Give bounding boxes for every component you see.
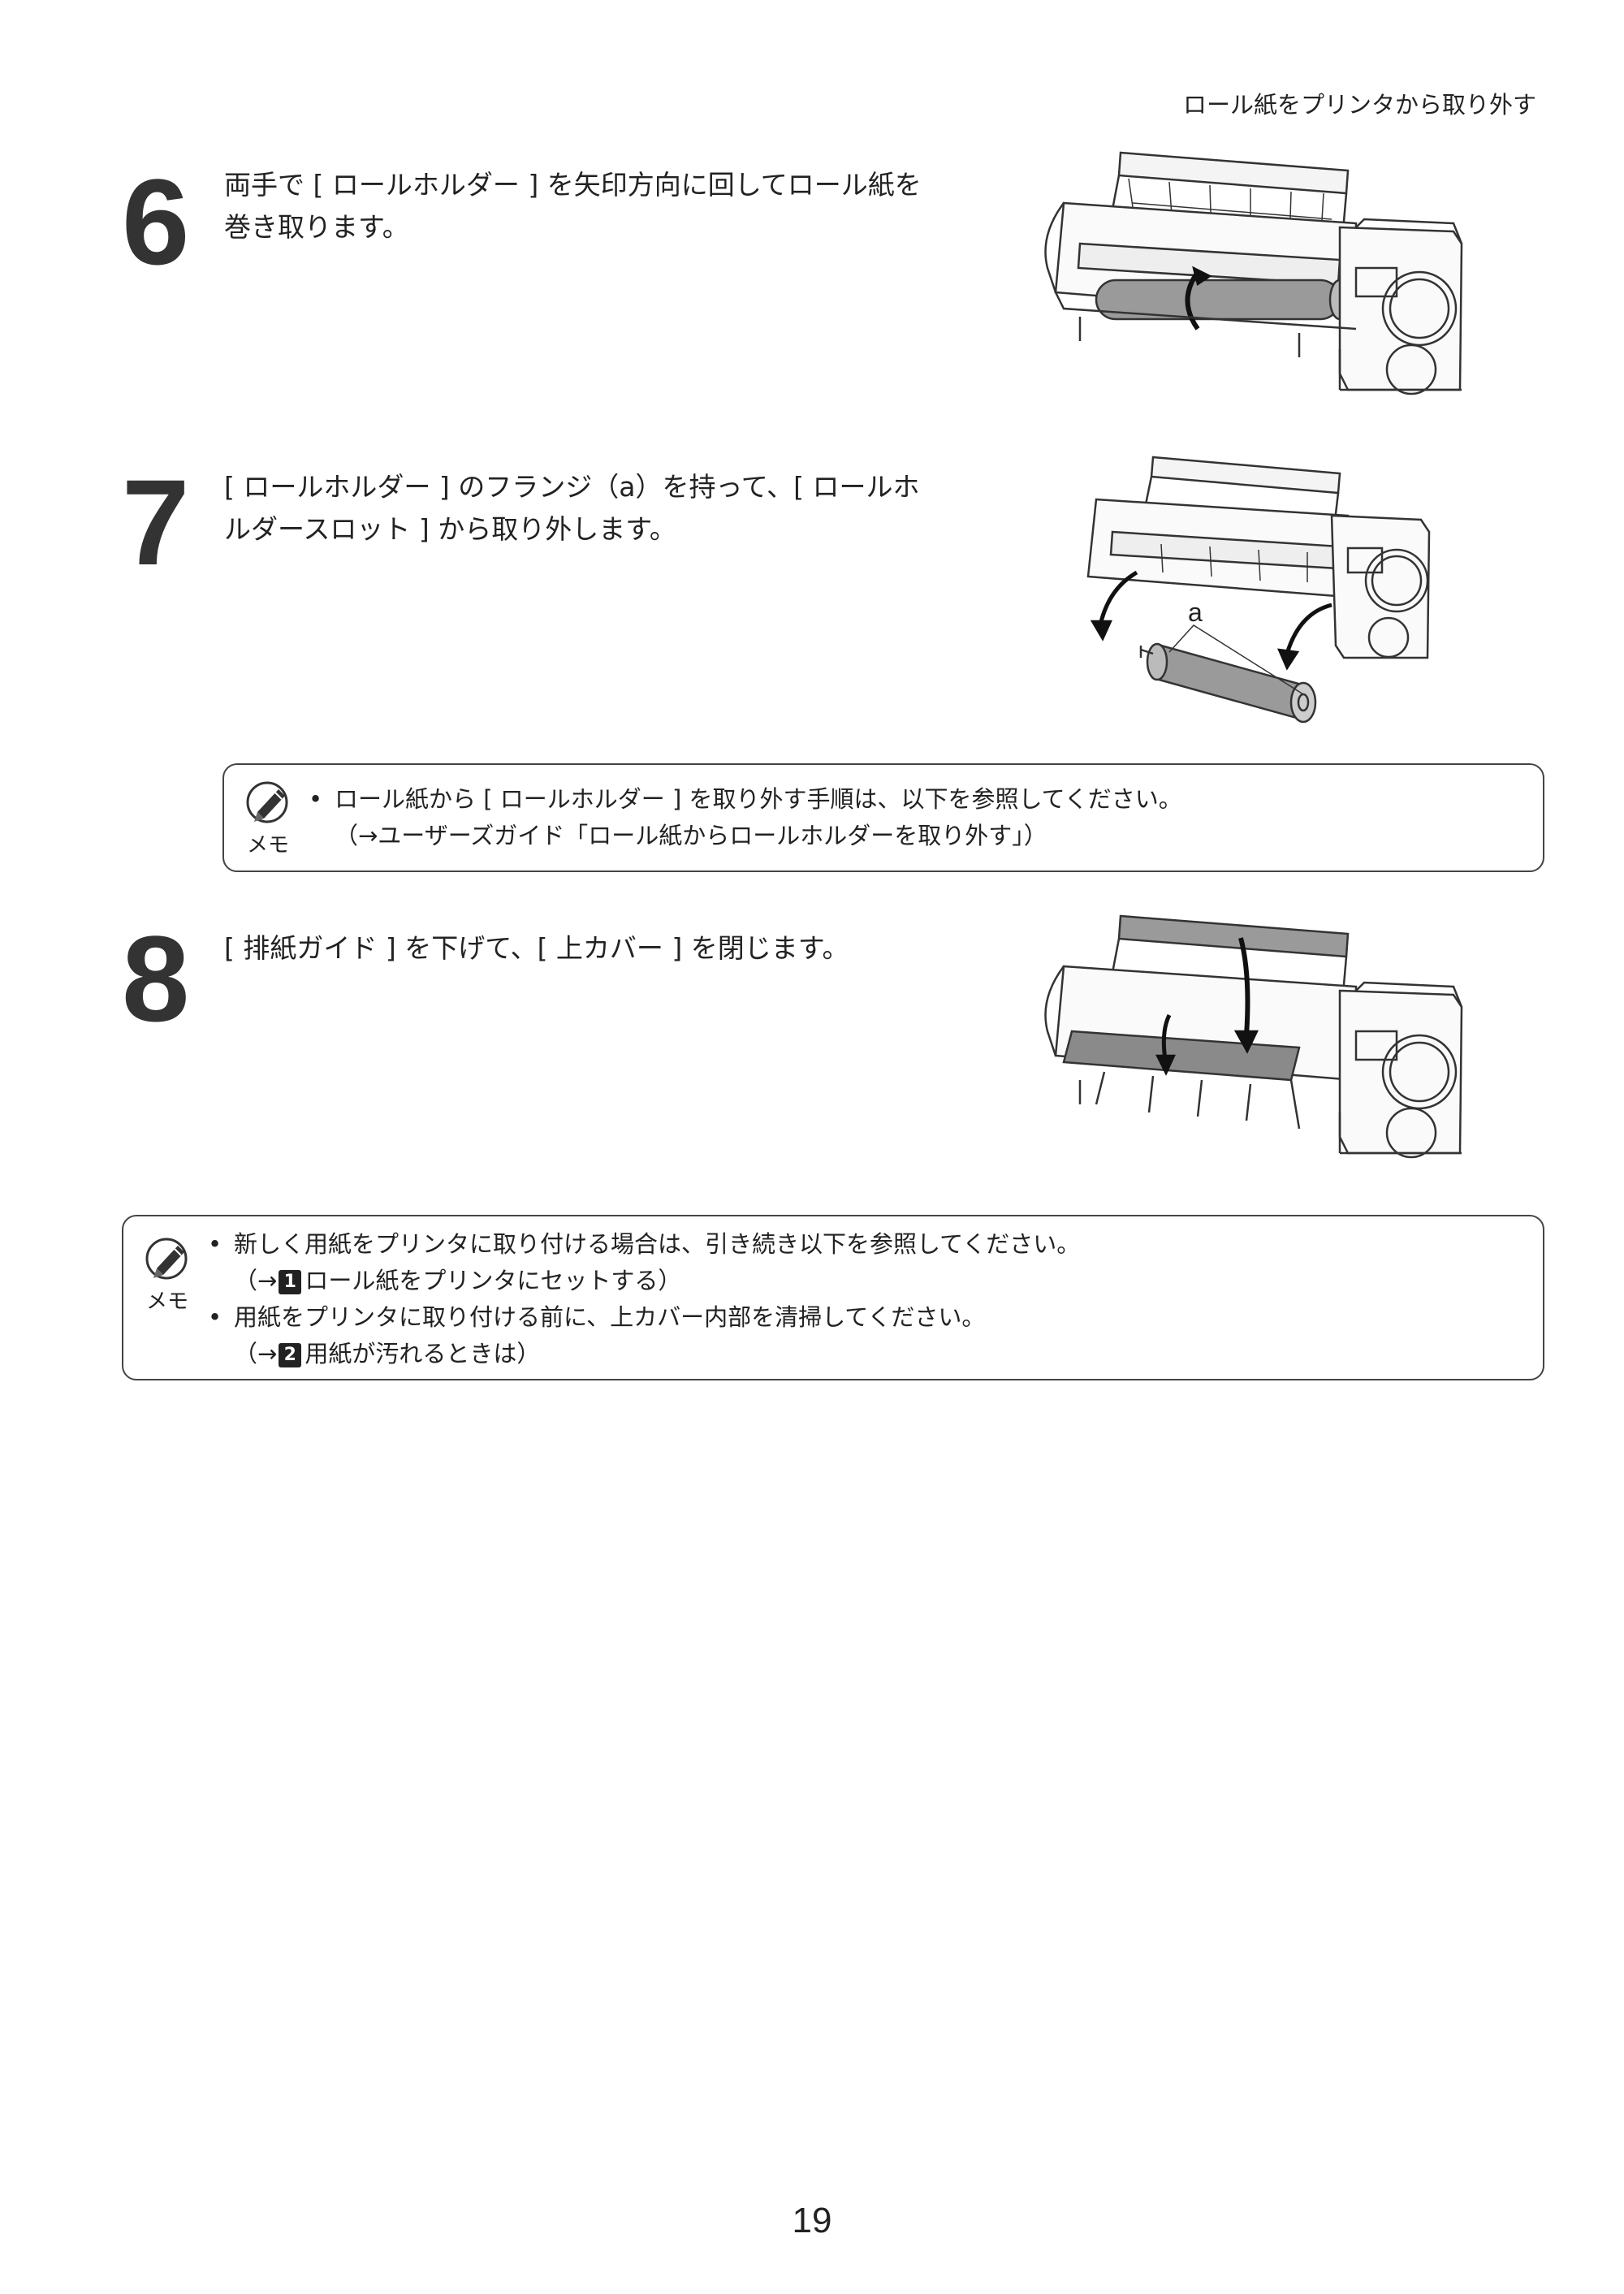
chapter-number-badge: 2 — [279, 1343, 302, 1367]
printer-roll-holder-rotate-illustration — [1031, 146, 1478, 414]
memo-2-item-1: • 新しく用紙をプリンタに取り付ける場合は、引き続き以下を参照してください。 — [208, 1226, 1080, 1263]
ref-open: （→ — [234, 1267, 278, 1294]
bullet: • — [309, 785, 323, 813]
step-8-text: [ 排紙ガイド ] を下げて、[ 上カバー ] を閉じます。 — [224, 927, 1004, 970]
memo-2-item-2: • 用紙をプリンタに取り付ける前に、上カバー内部を清掃してください。 — [208, 1299, 1080, 1336]
memo-2-item-2-line-1: 用紙をプリンタに取り付ける前に、上カバー内部を清掃してください。 — [234, 1303, 986, 1331]
step-number-7: 7 — [122, 454, 189, 590]
memo-2-item-1-line-1: 新しく用紙をプリンタに取り付ける場合は、引き続き以下を参照してください。 — [234, 1230, 1081, 1258]
page-number: 19 — [792, 2201, 832, 2240]
printer-remove-roll-holder-illustration: a — [1064, 451, 1445, 739]
step-7-text: [ ロールホルダー ] のフランジ（a）を持って、[ ロールホ ルダースロット … — [224, 466, 1004, 551]
step-number-6: 6 — [122, 153, 189, 290]
pencil-memo-icon — [246, 781, 288, 823]
step-7-line-2: ルダースロット ] から取り外します。 — [224, 513, 676, 545]
memo-1-line-1: ロール紙から [ ロールホルダー ] を取り外す手順は、以下を参照してください。 — [335, 785, 1182, 813]
bullet: • — [208, 1230, 222, 1258]
memo-icon-group: メモ — [135, 1233, 200, 1315]
memo-1-line-2: （→ユーザーズガイド「ロール紙からロールホルダーを取り外す」） — [335, 822, 1047, 849]
step-7-line-1: [ ロールホルダー ] のフランジ（a）を持って、[ ロールホ — [224, 471, 920, 503]
chapter-number-badge: 1 — [279, 1270, 302, 1294]
memo-icon-group: メモ — [235, 776, 300, 858]
step-8-line-1: [ 排紙ガイド ] を下げて、[ 上カバー ] を閉じます。 — [224, 932, 849, 964]
step-number-8: 8 — [122, 910, 189, 1047]
memo-label: メモ — [145, 1290, 188, 1314]
flange-label: a — [1188, 598, 1203, 627]
step-6-line-1: 両手で [ ロールホルダー ] を矢印方向に回してロール紙を — [224, 169, 922, 201]
ref-text: ロール紙をプリンタにセットする） — [304, 1267, 682, 1294]
step-6-line-2: 巻き取ります。 — [224, 211, 409, 243]
pencil-memo-icon — [145, 1238, 188, 1280]
memo-label: メモ — [246, 833, 289, 858]
ref-open: （→ — [234, 1340, 278, 1367]
section-header: ロール紙をプリンタから取り外す — [1182, 91, 1536, 119]
printer-close-cover-illustration — [1031, 909, 1478, 1177]
bullet: • — [208, 1303, 222, 1331]
memo-2-body: • 新しく用紙をプリンタに取り付ける場合は、引き続き以下を参照してください。 （→… — [208, 1226, 1080, 1372]
memo-box-1: メモ • ロール紙から [ ロールホルダー ] を取り外す手順は、以下を参照してく… — [222, 763, 1544, 872]
ref-text: 用紙が汚れるときは） — [304, 1340, 541, 1367]
memo-box-2: メモ • 新しく用紙をプリンタに取り付ける場合は、引き続き以下を参照してください。… — [122, 1215, 1544, 1380]
memo-1-body: • ロール紙から [ ロールホルダー ] を取り外す手順は、以下を参照してください… — [309, 781, 1182, 854]
memo-1-item: • ロール紙から [ ロールホルダー ] を取り外す手順は、以下を参照してください… — [309, 781, 1182, 818]
step-6-text: 両手で [ ロールホルダー ] を矢印方向に回してロール紙を 巻き取ります。 — [224, 164, 1004, 248]
